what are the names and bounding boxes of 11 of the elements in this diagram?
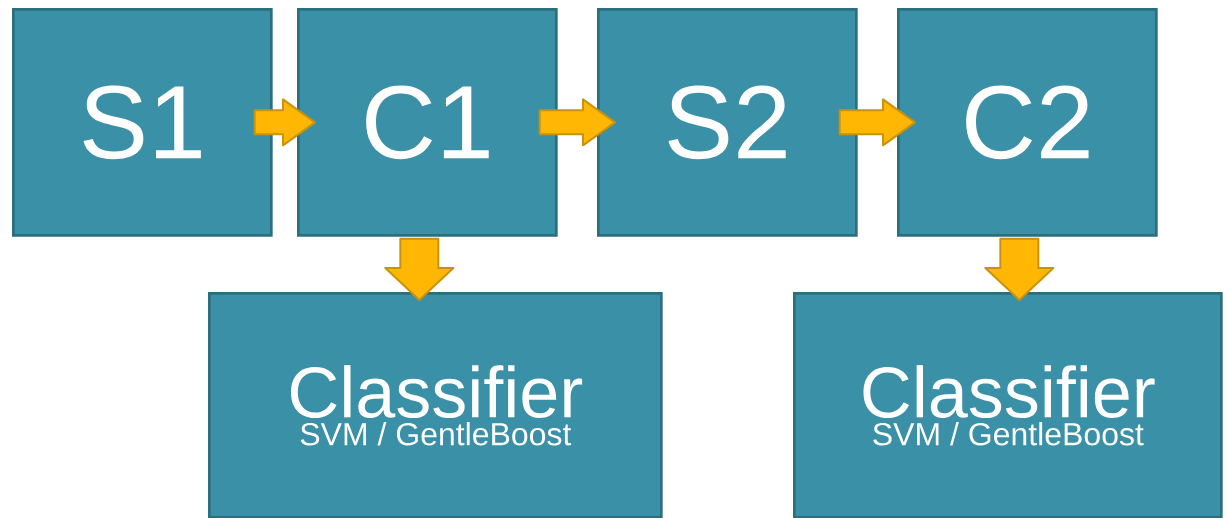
classifier-box: Classifier SVM / GentleBoost — [208, 292, 663, 518]
arrow — [253, 98, 316, 147]
process-box: C2 — [897, 8, 1158, 237]
arrow — [838, 98, 916, 147]
process-box: S2 — [597, 8, 858, 237]
arrow — [384, 237, 455, 301]
arrow — [984, 237, 1055, 301]
classifier-box: Classifier SVM / GentleBoost — [793, 292, 1223, 518]
process-box: C1 — [297, 8, 558, 237]
process-box: S1 — [12, 8, 273, 237]
arrow — [538, 98, 616, 147]
